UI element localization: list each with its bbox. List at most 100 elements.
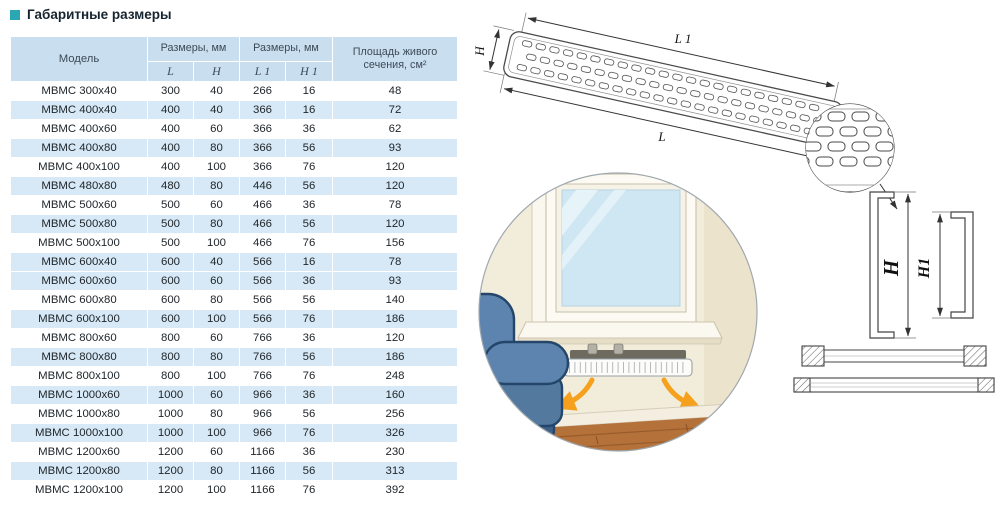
cell-l: 480 [147, 176, 194, 196]
cell-h: 60 [193, 442, 240, 462]
cell-l: 400 [147, 138, 194, 158]
cell-h: 80 [193, 290, 240, 310]
cell-l1: 766 [239, 347, 286, 367]
cell-l: 500 [147, 195, 194, 215]
page-title: Габаритные размеры [27, 7, 172, 22]
cell-l: 1200 [147, 480, 194, 500]
cell-model: МВМС 600x40 [10, 252, 148, 272]
cell-area: 248 [332, 366, 458, 386]
cell-model: МВМС 1000x80 [10, 404, 148, 424]
airflow-arrow-right [661, 377, 702, 411]
cell-h1: 76 [285, 233, 333, 253]
cell-model: МВМС 800x80 [10, 347, 148, 367]
cell-l: 800 [147, 328, 194, 348]
cell-h: 40 [193, 81, 240, 101]
cell-area: 186 [332, 347, 458, 367]
window [531, 173, 708, 331]
col-header-model: Модель [10, 36, 148, 82]
cell-l: 400 [147, 157, 194, 177]
cell-l1: 1166 [239, 442, 286, 462]
cell-h1: 76 [285, 366, 333, 386]
cell-h: 100 [193, 480, 240, 500]
cell-l: 1200 [147, 442, 194, 462]
cell-h: 60 [193, 195, 240, 215]
col-subheader-h1: H 1 [285, 61, 333, 82]
window-sill [517, 321, 723, 345]
cell-h: 100 [193, 233, 240, 253]
height-section-drawing: H H1 [869, 191, 974, 339]
cell-model: МВМС 1200x80 [10, 461, 148, 481]
cell-h: 100 [193, 423, 240, 443]
cell-h1: 36 [285, 385, 333, 405]
col-header-dims-l1h1: Размеры, мм [239, 36, 333, 62]
cell-l: 600 [147, 290, 194, 310]
cell-area: 72 [332, 100, 458, 120]
cell-area: 120 [332, 157, 458, 177]
cell-model: МВМС 400x40 [10, 100, 148, 120]
cell-area: 160 [332, 385, 458, 405]
cell-l1: 466 [239, 195, 286, 215]
cell-l1: 566 [239, 290, 286, 310]
dim-label-l: L [657, 129, 665, 144]
cell-area: 230 [332, 442, 458, 462]
grille-top-section [801, 345, 987, 367]
dim-label-h: H [472, 46, 487, 57]
cell-model: МВМС 400x80 [10, 138, 148, 158]
vent-opening [570, 350, 686, 359]
cell-h: 80 [193, 347, 240, 367]
cell-l: 500 [147, 233, 194, 253]
cell-h: 80 [193, 461, 240, 481]
flange-bottom-section [793, 377, 995, 393]
cell-model: МВМС 800x100 [10, 366, 148, 386]
cell-l: 300 [147, 81, 194, 101]
mounting-bracket [613, 343, 624, 355]
illustration-border-circle [478, 172, 758, 452]
cell-model: МВМС 1200x100 [10, 480, 148, 500]
cell-area: 93 [332, 138, 458, 158]
cell-l: 600 [147, 252, 194, 272]
cell-h: 100 [193, 309, 240, 329]
cell-l1: 466 [239, 214, 286, 234]
cell-h: 40 [193, 100, 240, 120]
cell-model: МВМС 500x100 [10, 233, 148, 253]
cell-h1: 76 [285, 157, 333, 177]
cell-area: 120 [332, 176, 458, 196]
cell-h1: 16 [285, 252, 333, 272]
cell-h: 80 [193, 404, 240, 424]
cell-l1: 566 [239, 271, 286, 291]
cell-area: 62 [332, 119, 458, 139]
cell-h: 40 [193, 252, 240, 272]
cell-area: 48 [332, 81, 458, 101]
cell-h1: 56 [285, 404, 333, 424]
cell-l1: 966 [239, 423, 286, 443]
cell-l: 800 [147, 347, 194, 367]
dim-label-l1: L 1 [674, 31, 692, 46]
col-header-area: Площадь живого сечения, см² [332, 36, 458, 82]
cell-model: МВМС 500x60 [10, 195, 148, 215]
cell-area: 256 [332, 404, 458, 424]
table-header: Модель Размеры, мм Размеры, мм Площадь ж… [10, 36, 458, 82]
cell-area: 392 [332, 480, 458, 500]
cell-area: 140 [332, 290, 458, 310]
cell-model: МВМС 400x60 [10, 119, 148, 139]
cell-h1: 36 [285, 119, 333, 139]
cell-l: 600 [147, 309, 194, 329]
cell-l1: 966 [239, 404, 286, 424]
profile-section-drawing [793, 345, 995, 393]
cell-h: 100 [193, 157, 240, 177]
cell-h: 60 [193, 271, 240, 291]
cell-l: 1000 [147, 404, 194, 424]
cell-l: 1000 [147, 423, 194, 443]
cell-h: 80 [193, 176, 240, 196]
cell-h1: 76 [285, 309, 333, 329]
